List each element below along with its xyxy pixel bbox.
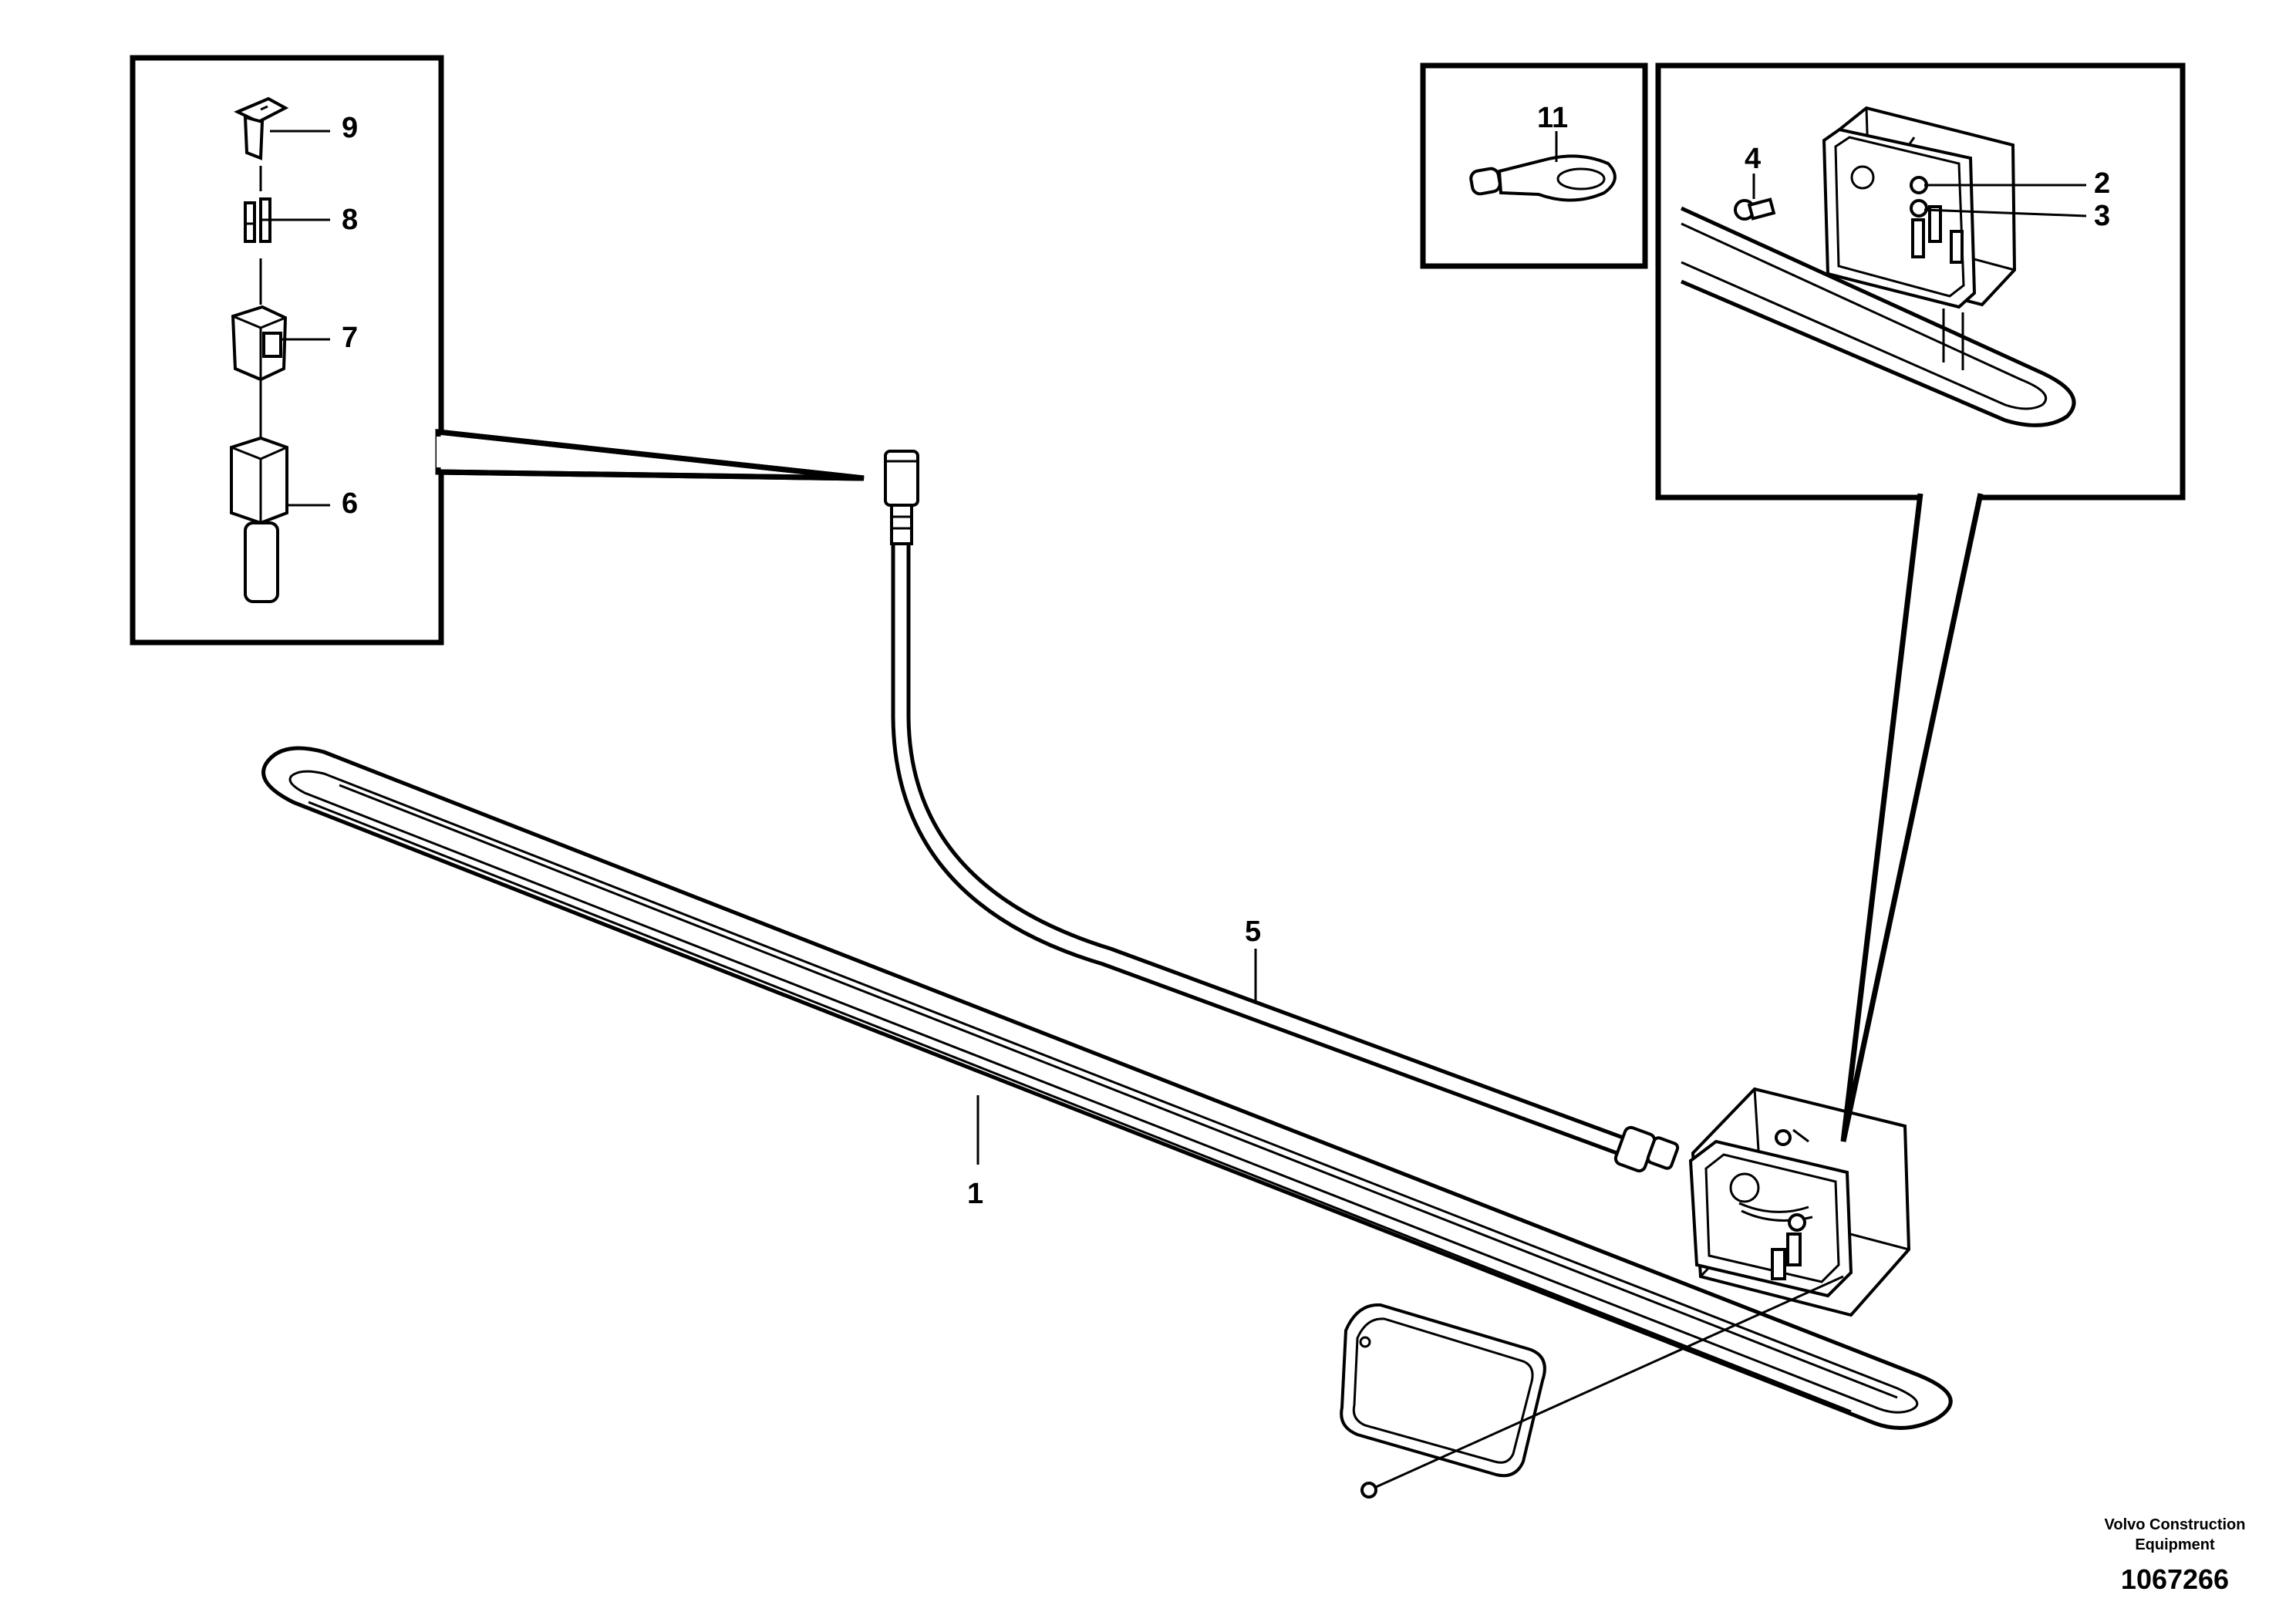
- callout-9: 9: [342, 112, 358, 144]
- brand-line-2: Equipment: [2135, 1536, 2215, 1553]
- connector-boot-icon: [230, 436, 288, 603]
- callout-3: 3: [2094, 200, 2110, 232]
- terminal-detail-box: 11: [1420, 62, 1648, 269]
- callout-8: 8: [342, 204, 358, 236]
- callout-11: 11: [1537, 102, 1568, 134]
- callout-7: 7: [342, 322, 358, 354]
- connector-detail-box: 9 8 7 6: [130, 55, 865, 646]
- screw-icon: [1734, 197, 1776, 221]
- cable-connector-icon: [884, 450, 919, 545]
- callout-5: 5: [1245, 916, 1261, 948]
- ring-terminal-icon: [1469, 154, 1617, 202]
- callout-4: 4: [1745, 143, 1761, 175]
- callout-2: 2: [2094, 167, 2110, 200]
- seal-icon: [234, 96, 289, 160]
- junction-box-detail-box: 4 2 3: [1655, 62, 2186, 1142]
- cover-plate-icon: [1340, 1303, 1546, 1478]
- connector-housing-icon: [231, 305, 288, 382]
- junction-box-icon: [1688, 1087, 1911, 1317]
- cable-gland-icon: [1613, 1125, 1680, 1173]
- terminal-pins-icon: [244, 197, 271, 243]
- heating-element-loop-icon: [261, 746, 1953, 1430]
- screw-icon: [1360, 1275, 1844, 1499]
- callout-6: 6: [342, 487, 358, 520]
- callout-1: 1: [967, 1178, 983, 1210]
- document-number: 1067266: [2121, 1563, 2229, 1595]
- brand-line-1: Volvo Construction: [2105, 1516, 2246, 1533]
- cable: [891, 540, 1634, 1159]
